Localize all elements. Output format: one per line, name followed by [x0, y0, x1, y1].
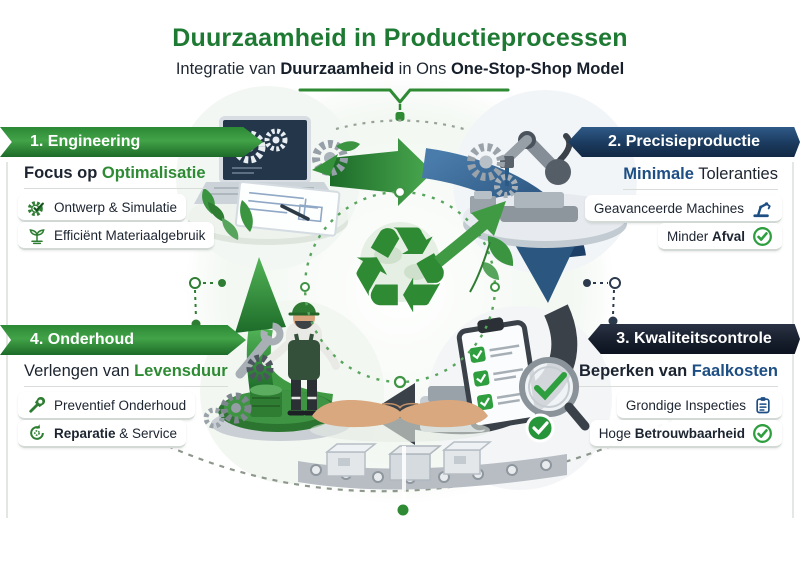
pen: [280, 204, 310, 221]
conveyor-belt: [298, 441, 567, 502]
gear: [494, 174, 518, 198]
headline-text: Toleranties: [693, 165, 778, 183]
green-cap: [292, 302, 316, 314]
list-item-grondige-inspecties: Grondige Inspecties: [616, 392, 782, 420]
gear: [312, 140, 348, 176]
right-dotted-connector: [583, 277, 621, 326]
list-item-label: Efficiënt Materiaalgebruik: [54, 227, 206, 243]
gear-check-icon: [27, 197, 47, 217]
leaf: [208, 202, 225, 222]
headline-onderhoud: Verlengen van Levensduur: [24, 362, 228, 387]
green-leaf: [469, 236, 514, 293]
center-recycle-motif: ♻: [222, 185, 514, 442]
page-subtitle: Integratie van Duurzaamheid in Ons One-S…: [0, 60, 800, 79]
subtitle-bold-2: One-Stop-Shop Model: [450, 60, 625, 78]
subtitle-text: in Ons: [394, 60, 451, 78]
list-item-label: Preventief Onderhoud: [54, 397, 187, 413]
list-item-reparatie-service: Reparatie & Service: [18, 420, 187, 448]
banner-engineering: 1. Engineering: [0, 127, 263, 157]
headline-accent: Minimale: [623, 165, 694, 183]
conveyor-box: [441, 441, 493, 475]
header-bracket: [298, 88, 510, 121]
recycle-symbol: ♻: [346, 202, 454, 341]
bottom-dashed-arc: [167, 419, 673, 493]
headline-text: Beperken van: [578, 362, 692, 380]
list-item-label: Minder Afval: [666, 228, 745, 244]
headline-text: Verlengen van: [24, 362, 135, 380]
checklist-clipboard: [456, 317, 541, 431]
flow-arrow-top-green: [330, 138, 433, 206]
list-item-ontwerp-simulatie: Ontwerp & Simulatie: [18, 194, 187, 222]
list-item-label: Reparatie & Service: [54, 425, 178, 441]
gear: [220, 392, 252, 424]
wrench-icon: [27, 395, 47, 415]
headline-precisieproductie: Minimale Toleranties: [623, 165, 778, 190]
growth-arrow: [434, 201, 506, 267]
list-item-minder-afval: Minder Afval: [657, 223, 782, 251]
banner-onderhoud: 4. Onderhoud: [0, 325, 246, 355]
check-circle-icon: [752, 423, 773, 444]
plant-icon: [27, 225, 47, 245]
headline-accent: Optimalisatie: [101, 164, 206, 182]
check-badge: [525, 413, 555, 443]
check-circle-icon: [752, 226, 773, 247]
gear: [203, 407, 225, 429]
green-leaf: [222, 200, 253, 240]
banner-kwaliteitscontrole: 3. Kwaliteitscontrole: [588, 324, 800, 354]
leaf: [336, 141, 360, 152]
conveyor-box: [324, 443, 378, 477]
subtitle-bold-1: Duurzaamheid: [280, 60, 395, 78]
top-dashed-arc: [335, 119, 465, 131]
page-title: Duurzaamheid in Productieprocessen: [172, 24, 628, 52]
magnifier: [519, 357, 590, 431]
list-item-label: Ontwerp & Simulatie: [54, 199, 178, 215]
list-item-preventief-onderhoud: Preventief Onderhoud: [18, 392, 196, 420]
robot-arm-icon: [751, 198, 773, 218]
headline-accent: Levensduur: [134, 362, 228, 380]
clipboard-icon: [753, 395, 773, 415]
list-item-materiaalgebruik: Efficiënt Materiaalgebruik: [18, 222, 215, 250]
hand-gear: [246, 354, 274, 382]
laptop-illustration: [188, 116, 360, 245]
list-item-label: Hoge Betrouwbaarheid: [598, 425, 745, 441]
bottom-arc-dot: [397, 504, 409, 516]
headline-text: Focus op: [24, 164, 102, 182]
headline-engineering: Focus op Optimalisatie: [24, 164, 206, 189]
maintenance-worker-illustration: [203, 302, 351, 441]
subtitle-text: Integratie van: [175, 60, 281, 78]
list-item-label: Geavanceerde Machines: [593, 200, 744, 216]
open-hands: [312, 400, 488, 428]
headline-kwaliteitscontrole: Beperken van Faalkosten: [578, 362, 778, 387]
list-item-label: Grondige Inspecties: [625, 397, 746, 413]
big-wrench: [235, 335, 273, 379]
banner-precisieproductie: 2. Precisieproductie: [568, 127, 800, 157]
headline-accent: Faalkosten: [691, 362, 778, 380]
list-item-hoge-betrouwbaarheid: Hoge Betrouwbaarheid: [589, 420, 782, 448]
globe: [360, 222, 440, 302]
gear: [467, 143, 505, 181]
list-item-geavanceerde-machines: Geavanceerde Machines: [584, 195, 782, 223]
green-barrel: [250, 390, 282, 417]
recycle-arrows-icon: [27, 423, 47, 443]
